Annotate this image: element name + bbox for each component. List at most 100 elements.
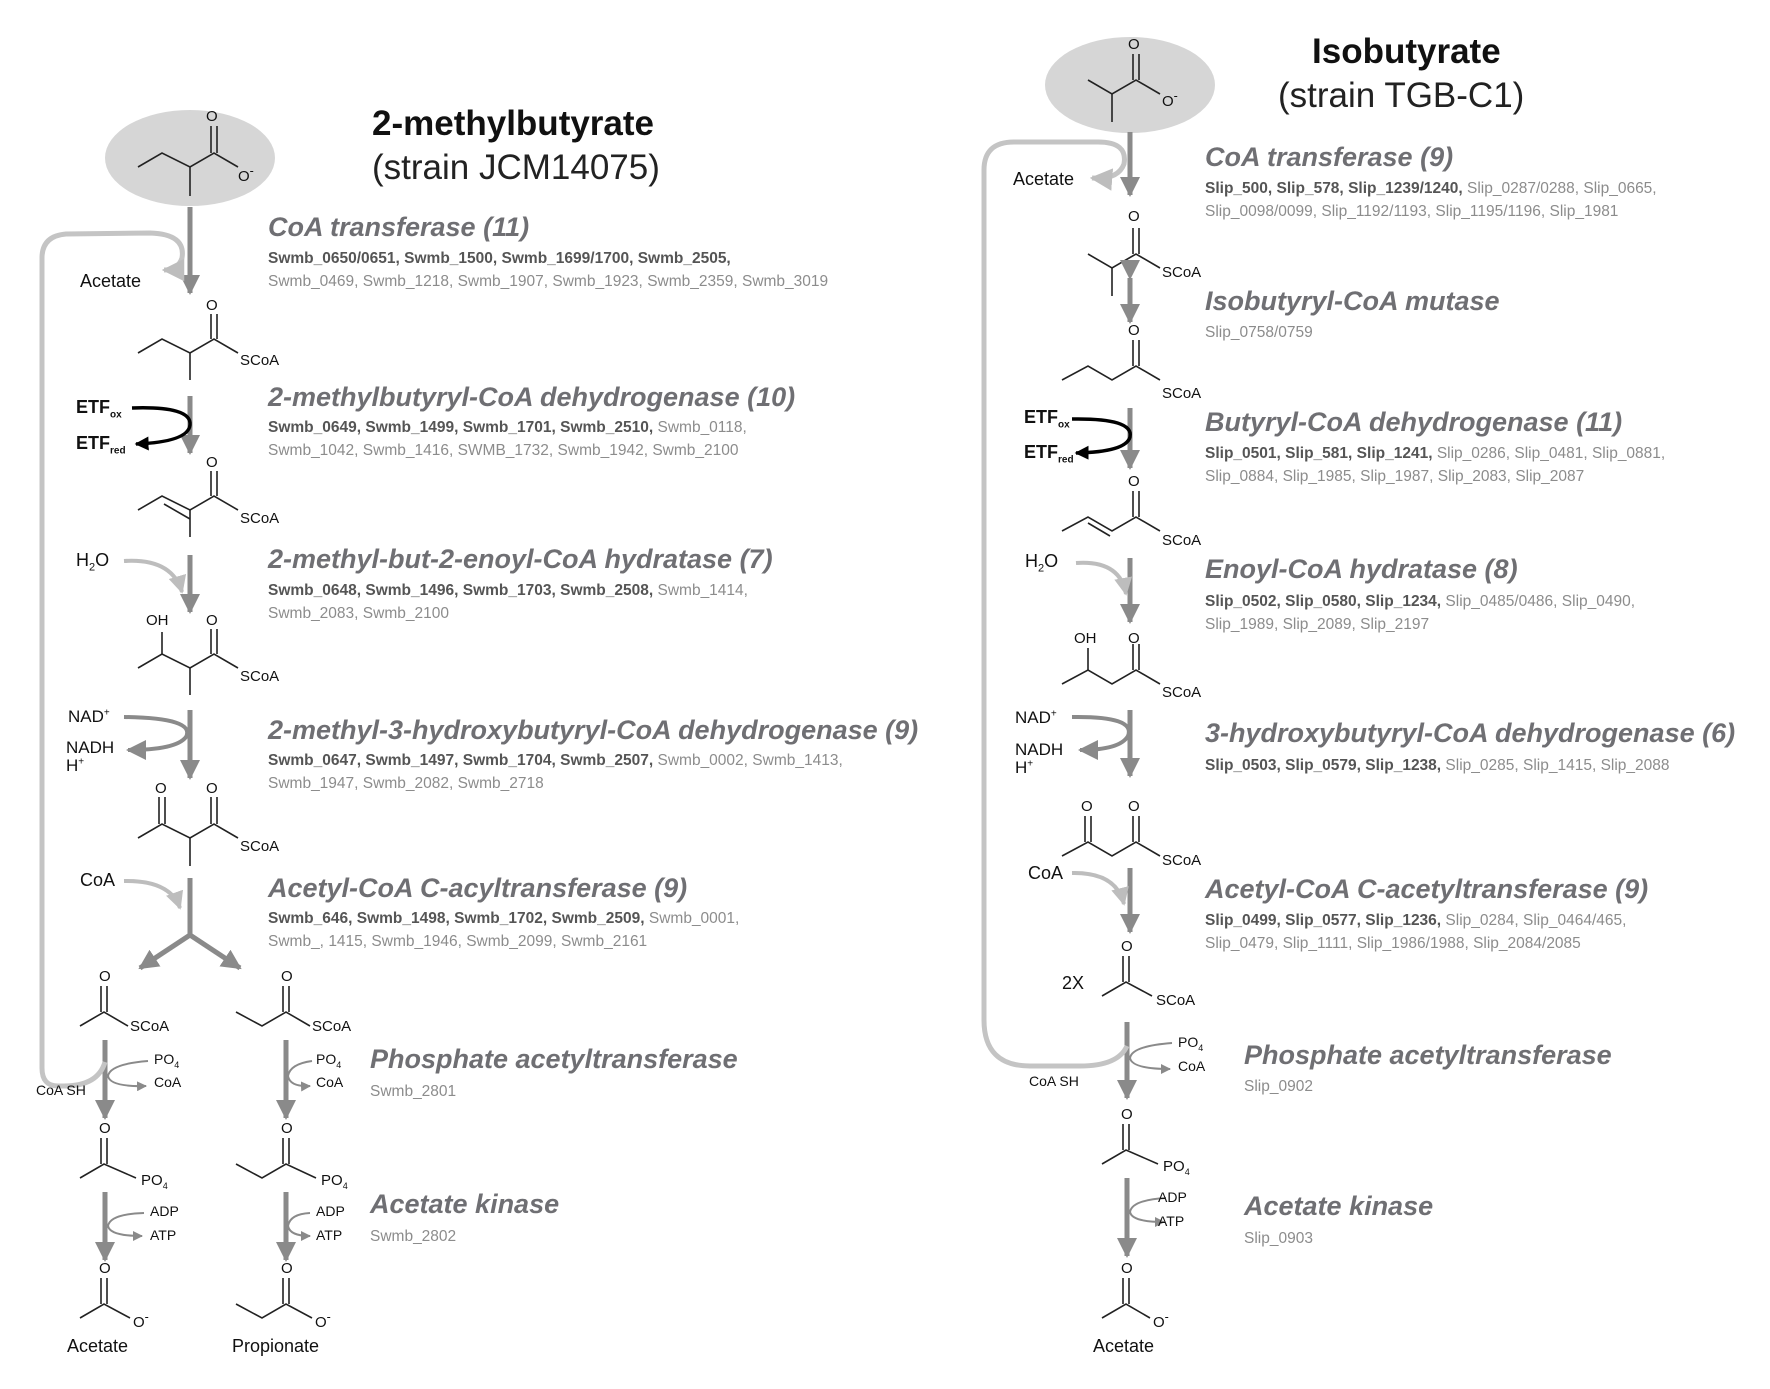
left-enzyme-6: Phosphate acetyltransferase [370, 1044, 738, 1074]
coa2-label-left-a: CoA [154, 1074, 182, 1090]
adp-arrow-left-b [286, 1212, 311, 1241]
molecule-propionyl-coa [235, 986, 311, 1027]
right-genes-3: Slip_0501, Slip_581, Slip_1241, Slip_028… [1205, 442, 1665, 488]
molecule-acetate-left [79, 1278, 131, 1319]
molecule-2-methylbutyryl-coa [137, 314, 239, 380]
other-gene: Swmb_2100 [652, 442, 739, 459]
bold-genes: Swmb_0650/0651, [268, 250, 400, 267]
product-propionate: Propionate [232, 1336, 320, 1356]
po4-label-left-a: PO4 [154, 1051, 180, 1070]
bold-genes: Slip_0502, [1205, 593, 1281, 610]
po4-arrow-left-b [286, 1060, 313, 1092]
coa-label-right: CoA [1028, 863, 1064, 883]
bold-genes: Slip_1241, [1356, 445, 1433, 462]
left-genes-1: Swmb_0650/0651, Swmb_1500, Swmb_1699/170… [268, 247, 828, 293]
coash-label-right: CoA SH [1029, 1073, 1079, 1089]
right-genes-1: Slip_500, Slip_578, Slip_1239/1240, Slip… [1205, 177, 1657, 223]
other-gene: 1415, [328, 933, 368, 950]
two-x-label: 2X [1062, 973, 1085, 993]
atom-label: O [1128, 208, 1140, 225]
h2o-label-right: H2O [1025, 551, 1059, 575]
other-gene: Slip_0285, [1445, 757, 1519, 774]
molecule-acetyl-phosphate-right [1101, 1124, 1159, 1165]
molecule-isobutyrate [1087, 54, 1161, 122]
right-enzyme-2: Isobutyryl-CoA mutase [1205, 286, 1500, 316]
adp-arrow-left-a [106, 1212, 145, 1241]
coa2-label-right: CoA [1178, 1058, 1206, 1074]
other-gene: Swmb_1042, [268, 442, 359, 459]
bold-genes: Swmb_1704, [462, 752, 556, 769]
left-genes-5: Swmb_646, Swmb_1498, Swmb_1702, Swmb_250… [268, 907, 739, 953]
bold-genes: Swmb_0648, [268, 582, 362, 599]
bold-genes: Slip_0579, [1285, 757, 1361, 774]
bold-genes: Slip_1238, [1365, 757, 1442, 774]
po4-label-left-c: PO4 [141, 1172, 168, 1191]
molecule-2-methylbutyrate [137, 126, 239, 196]
atom-label: O [99, 1260, 111, 1277]
left-strain: (strain JCM14075) [372, 148, 660, 187]
scoa-label: SCoA [1162, 385, 1202, 402]
molecule-butyryl-coa [1061, 340, 1161, 381]
atom-label: O [1121, 1260, 1133, 1277]
right-enzyme-1: CoA transferase (9) [1205, 142, 1454, 172]
atom-label: O [99, 968, 111, 985]
molecule-acetyl-coa-left [79, 986, 129, 1027]
bold-genes: Swmb_1496, [365, 582, 459, 599]
left-acetate-side-label: Acetate [80, 271, 142, 291]
molecule-acetyl-phosphate-left [79, 1138, 137, 1179]
left-genes-3: Swmb_0648, Swmb_1496, Swmb_1703, Swmb_25… [268, 579, 748, 625]
other-gene: Slip_0758/0759 [1205, 324, 1313, 341]
atom-label: O [1121, 1106, 1133, 1123]
etf-arrow-left [131, 406, 192, 451]
etf-red-label-left: ETFred [76, 433, 126, 457]
right-enzyme-6: Acetyl-CoA C-acetyltransferase (9) [1205, 874, 1649, 904]
scoa-label: SCoA [130, 1018, 170, 1035]
atom-label: O- [315, 1310, 331, 1331]
other-gene: Slip_1986/1988, [1356, 935, 1469, 952]
bold-genes: Swmb_0647, [268, 752, 362, 769]
bold-genes: Swmb_1500, [404, 250, 498, 267]
etf-ox-text: ETF [1024, 407, 1058, 427]
molecule-3-hydroxybutyryl-coa [1061, 644, 1161, 685]
other-gene: Swmb_2161 [561, 933, 648, 950]
other-gene: Swmb_2359, [647, 273, 738, 290]
atom-label: O [206, 780, 218, 797]
substrate-highlight-2-methylbutyrate [105, 110, 275, 206]
right-genes-8: Slip_0903 [1244, 1227, 1313, 1250]
atom-label: O [206, 297, 218, 314]
atom-label: O [1128, 630, 1140, 647]
other-gene: Slip_0287/0288, [1467, 180, 1580, 197]
other-gene: Swmb_1413, [752, 752, 843, 769]
molecule-acetyl-coa-right [1101, 956, 1153, 997]
other-gene: Swmb_2100 [362, 605, 449, 622]
other-gene: Swmb_1947, [268, 775, 359, 792]
po4-label-left-b: PO4 [316, 1051, 342, 1070]
other-gene: Swmb_1907, [457, 273, 549, 290]
bold-genes: Slip_581, [1285, 445, 1353, 462]
other-gene: Swmb_1946, [371, 933, 462, 950]
nadh-label-right: NADH [1015, 740, 1064, 759]
po4-arrow-right [1128, 1042, 1173, 1074]
atom-label: O [155, 780, 167, 797]
coa-recycle-loop-right [981, 139, 1130, 1069]
scoa-label: SCoA [312, 1018, 352, 1035]
other-gene: Slip_1415, [1523, 757, 1597, 774]
etf-red-text: ETF [1024, 442, 1058, 462]
other-gene: Slip_2089, [1282, 616, 1356, 633]
left-enzyme-7: Acetate kinase [370, 1189, 560, 1219]
atp-label-left-b: ATP [316, 1227, 343, 1243]
left-genes-2: Swmb_0649, Swmb_1499, Swmb_1701, Swmb_25… [268, 416, 747, 462]
atom-label: O [1081, 798, 1093, 815]
bold-genes: Swmb_2507, [560, 752, 654, 769]
other-gene: Swmb_1218, [362, 273, 454, 290]
other-gene: Slip_2083, [1437, 468, 1511, 485]
scoa-label: SCoA [240, 668, 280, 685]
bold-genes: Slip_0580, [1285, 593, 1361, 610]
other-gene: Slip_0485/0486, [1445, 593, 1558, 610]
right-genes-5: Slip_0503, Slip_0579, Slip_1238, Slip_02… [1205, 754, 1670, 777]
atom-label: O- [1153, 1310, 1169, 1331]
etf-ox-label-left: ETFox [76, 397, 122, 421]
nadh-label-left: NADH [66, 738, 115, 757]
other-gene: Swmb_0002, [657, 752, 748, 769]
